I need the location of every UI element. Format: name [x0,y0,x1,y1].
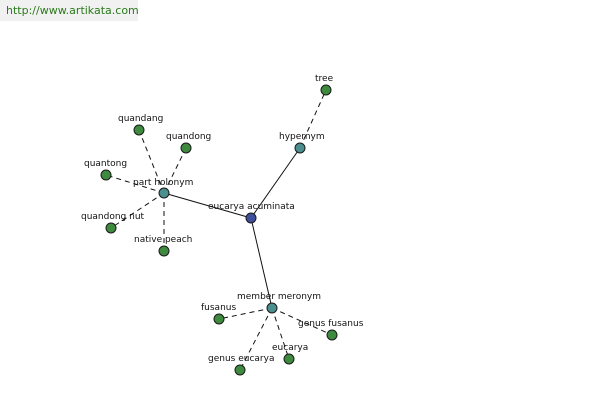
node-geucarya[interactable] [234,364,246,376]
label-part: part holonym [133,178,193,188]
node-member[interactable] [266,302,278,314]
label-geucarya: genus eucarya [208,354,274,364]
node-quantong[interactable] [100,169,112,181]
artikata-url-link[interactable]: http://www.artikata.com [0,0,139,21]
label-qnut: quandong nut [81,212,145,222]
label-gfusanus: genus fusanus [298,319,364,329]
node-fusanus[interactable] [213,313,225,325]
graph-nodes [100,84,338,376]
edge-member-geucarya [239,307,273,371]
node-part[interactable] [158,187,170,199]
edge-member-gfusanus [271,307,333,336]
node-eucarya[interactable] [283,353,295,365]
edge-member-fusanus [218,307,273,320]
label-npeach: native peach [134,235,192,245]
node-qnut[interactable] [105,222,117,234]
graph-edges [105,89,333,371]
edge-part-quandang [138,129,165,194]
node-quandong[interactable] [180,142,192,154]
graph-labels: eucarya acuminata hypernym part holonym mem… [81,74,364,364]
node-hypernym[interactable] [294,142,306,154]
label-tree: tree [315,74,334,84]
label-member: member meronym [237,292,321,302]
edge-center-member [250,217,273,309]
node-tree[interactable] [320,84,332,96]
edge-center-hypernym [250,147,301,219]
label-hypernym: hypernym [279,132,325,142]
edge-part-qnut [110,192,165,229]
label-eucarya: eucarya [272,343,308,353]
label-center: eucarya acuminata [208,202,295,212]
label-fusanus: fusanus [201,303,236,313]
node-gfusanus[interactable] [326,329,338,341]
edge-center-part [163,192,252,219]
node-npeach[interactable] [158,245,170,257]
label-quandong: quandong [166,132,211,142]
node-quandang[interactable] [133,124,145,136]
edge-part-quantong [105,174,165,194]
label-quandang: quandang [118,114,163,124]
edge-hypernym-tree [299,89,327,149]
label-quantong: quantong [84,159,127,169]
node-center[interactable] [245,212,257,224]
